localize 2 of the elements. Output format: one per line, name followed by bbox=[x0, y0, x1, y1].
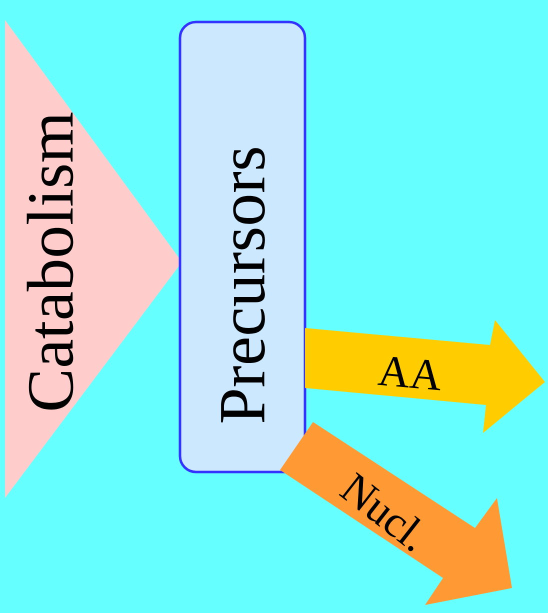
precursors-box: Precursors bbox=[178, 20, 306, 474]
catabolism-triangle: Catabolism bbox=[5, 20, 182, 498]
